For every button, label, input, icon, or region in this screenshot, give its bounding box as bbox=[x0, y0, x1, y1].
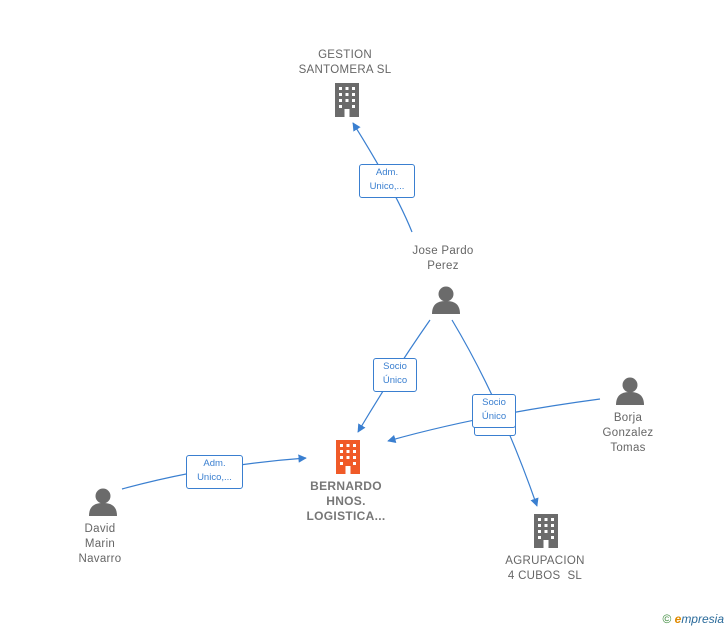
node-agrupacion-line1: AGRUPACION bbox=[505, 555, 585, 567]
building-icon[interactable] bbox=[530, 514, 562, 550]
edge-label-line1: Socio bbox=[482, 397, 506, 408]
node-borja-line2: Gonzalez bbox=[602, 427, 654, 439]
edge-label-borja-bernardo[interactable]: Socio Único bbox=[472, 394, 516, 428]
node-borja-line3: Tomas bbox=[610, 442, 646, 454]
node-gestion-line1: GESTION bbox=[318, 49, 372, 61]
node-david-line2: Marin bbox=[84, 538, 116, 550]
person-icon[interactable] bbox=[615, 376, 645, 406]
node-agrupacion-label[interactable]: AGRUPACION 4 CUBOS SL bbox=[483, 554, 607, 584]
edge-label-jose-bernardo[interactable]: Socio Único bbox=[373, 358, 417, 392]
node-bernardo-label[interactable]: BERNARDO HNOS. LOGISTICA... bbox=[286, 479, 406, 524]
copyright-icon: © bbox=[662, 612, 672, 626]
edge-label-line1: Socio bbox=[383, 361, 407, 372]
edge-label-line2: Unico,... bbox=[197, 472, 232, 483]
building-icon[interactable] bbox=[331, 83, 363, 119]
edge-label-line1: Adm. bbox=[203, 458, 226, 469]
node-david-line1: David bbox=[84, 523, 116, 535]
node-david-line3: Navarro bbox=[78, 553, 122, 565]
node-borja-line1: Borja bbox=[613, 412, 643, 424]
node-jose-line2: Perez bbox=[427, 260, 459, 272]
edge-label-line1: Adm. bbox=[375, 167, 399, 178]
node-bernardo-line1: BERNARDO bbox=[310, 479, 382, 493]
node-bernardo-line2: HNOS. bbox=[326, 494, 366, 508]
person-icon[interactable] bbox=[88, 487, 118, 517]
building-icon[interactable] bbox=[332, 440, 364, 476]
edge-label-line2: Único bbox=[382, 375, 408, 386]
node-jose-label[interactable]: Jose Pardo Perez bbox=[393, 244, 493, 274]
edge-label-jose-gestion[interactable]: Adm. Unico,... bbox=[359, 164, 415, 198]
edge-label-line2: Único bbox=[481, 411, 507, 422]
node-david-label[interactable]: David Marin Navarro bbox=[60, 522, 140, 567]
node-gestion-line2: SANTOMERA SL bbox=[298, 64, 392, 76]
brand-logo-initial: e bbox=[674, 612, 682, 626]
edge-label-david-bernardo[interactable]: Adm. Unico,... bbox=[186, 455, 243, 489]
person-icon[interactable] bbox=[431, 285, 461, 315]
empresia-watermark: © empresia bbox=[662, 612, 724, 626]
node-jose-line1: Jose Pardo bbox=[412, 245, 474, 257]
node-gestion-label[interactable]: GESTION SANTOMERA SL bbox=[280, 48, 410, 78]
node-borja-label[interactable]: Borja Gonzalez Tomas bbox=[588, 411, 668, 456]
node-bernardo-line3: LOGISTICA... bbox=[306, 509, 386, 523]
node-agrupacion-line2: 4 CUBOS SL bbox=[507, 570, 583, 582]
edge-label-line2: Unico,... bbox=[369, 181, 405, 192]
brand-logo-text: mpresia bbox=[681, 612, 724, 626]
